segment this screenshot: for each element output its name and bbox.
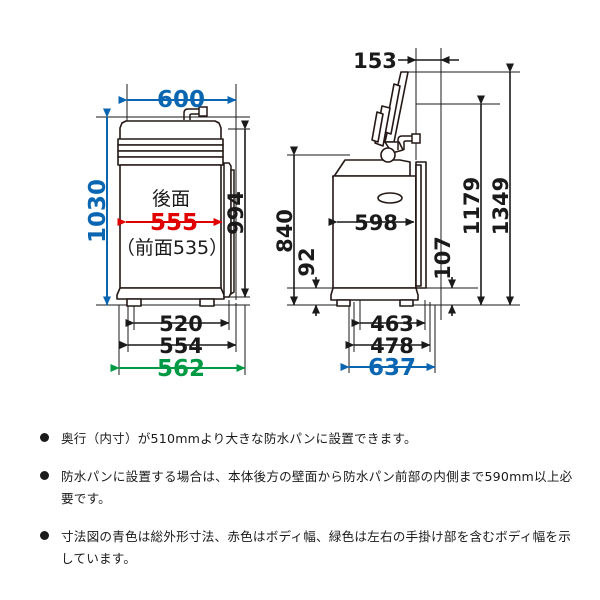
open-lid-icon [371, 71, 409, 163]
dim-554: 554 [119, 334, 237, 358]
note-text: 奥行（内寸）が510mmより大きな防水パンに設置できます。 [61, 431, 417, 446]
note-item: 奥行（内寸）が510mmより大きな防水パンに設置できます。 [40, 428, 576, 450]
dim-598-label: 598 [354, 211, 398, 235]
dim-994-label: 994 [224, 191, 248, 235]
technical-drawing: 600 1030 994 後面 555 （前面535） [85, 48, 520, 382]
dim-637-label: 637 [368, 355, 416, 381]
dim-520: 520 [125, 312, 230, 336]
dim-92-label: 92 [295, 247, 319, 276]
side-view-group: 153 840 92 598 107 [273, 48, 520, 381]
washing-machine-side-body [330, 159, 427, 307]
bullet-icon [40, 433, 49, 442]
front-face-width-label: （前面535） [116, 237, 228, 259]
note-text: 防水パンに設置する場合は、本体後方の壁面から防水パン前部の内側まで590mm以上… [61, 469, 573, 507]
dim-554-label: 554 [159, 334, 203, 358]
dim-555: 555 [117, 210, 223, 236]
dim-994: 994 [224, 120, 249, 298]
side-view-hose-icon [397, 133, 421, 150]
dim-1349-label: 1349 [489, 177, 513, 235]
dim-1349: 1349 [489, 63, 514, 306]
dim-1030-label: 1030 [85, 179, 111, 243]
rear-face-caption: 後面 [152, 188, 190, 210]
dim-153-label: 153 [353, 49, 397, 73]
dim-520-label: 520 [159, 312, 203, 336]
dim-463: 463 [351, 312, 426, 336]
dim-1179: 1179 [460, 95, 485, 306]
front-view-group: 600 1030 994 後面 555 （前面535） [85, 84, 250, 382]
dim-562-label: 562 [157, 356, 205, 382]
notes-section: 奥行（内寸）が510mmより大きな防水パンに設置できます。 防水パンに設置する場… [0, 400, 600, 600]
dim-107: 107 [431, 236, 456, 316]
dim-1030: 1030 [85, 108, 111, 306]
dim-840-label: 840 [273, 209, 297, 253]
note-item: 寸法図の青色は総外形寸法、赤色はボディ幅、緑色は左右の手掛け部を含むボディ幅を示… [40, 526, 576, 570]
dim-598: 598 [328, 211, 415, 235]
dim-555-label: 555 [150, 210, 198, 236]
front-view-side-profile [223, 162, 235, 298]
dim-562: 562 [110, 356, 246, 382]
dim-1179-label: 1179 [460, 177, 484, 235]
dim-463-label: 463 [370, 312, 414, 336]
dim-637: 637 [340, 355, 436, 381]
bullet-icon [40, 531, 49, 541]
front-view-hose-icon [183, 106, 208, 120]
dim-153: 153 [353, 49, 459, 73]
bullet-icon [40, 471, 49, 481]
washing-machine-front-body [116, 120, 225, 307]
dim-92: 92 [295, 247, 320, 316]
dim-600: 600 [118, 87, 237, 113]
dim-600-label: 600 [157, 87, 205, 113]
dim-107-label: 107 [431, 236, 455, 280]
note-text: 寸法図の青色は総外形寸法、赤色はボディ幅、緑色は左右の手掛け部を含むボディ幅を示… [61, 529, 571, 567]
note-item: 防水パンに設置する場合は、本体後方の壁面から防水パン前部の内側まで590mm以上… [40, 466, 576, 510]
dim-478: 478 [345, 334, 431, 358]
dim-840: 840 [273, 146, 298, 306]
dim-478-label: 478 [370, 334, 414, 358]
